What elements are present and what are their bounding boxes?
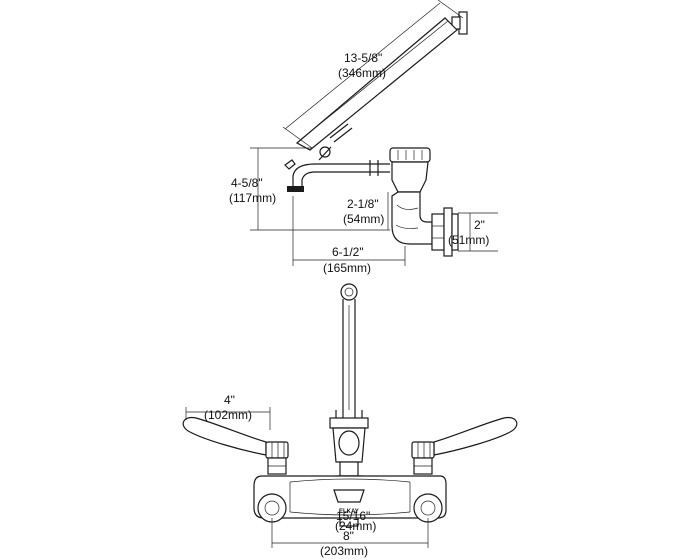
elbow-drop-metric: (54mm) (343, 212, 384, 226)
handle-length-imperial: 4" (224, 393, 235, 407)
side-view: 13-5/8" (346mm) 4-5/8" (117mm) 2-1/8" (5… (229, 0, 498, 275)
dim-arm-length (282, 0, 464, 149)
spout-reach-imperial: 6-1/2" (332, 245, 364, 259)
faucet-body (253, 475, 447, 527)
flange-height-metric: (51mm) (448, 233, 489, 247)
center-spread-imperial: 8" (343, 529, 354, 543)
brand-mark: ELKAY (339, 509, 359, 515)
dim-flange-height (458, 212, 498, 252)
valve-body (389, 147, 431, 193)
dim-spout-reach (292, 196, 406, 266)
right-wrist-blade-handle (411, 416, 518, 475)
spout-height-metric: (117mm) (229, 191, 276, 205)
top-mount (340, 283, 358, 420)
dim-center-spread (271, 518, 429, 548)
handle-length-metric: (102mm) (204, 408, 252, 422)
center-offset-imperial: 15/16" (336, 509, 370, 523)
center-offset-metric: (24mm) (335, 519, 376, 533)
arm-length-metric: (346mm) (338, 66, 386, 80)
wall-flange (431, 207, 459, 257)
spout-height-imperial: 4-5/8" (231, 176, 263, 190)
center-spread-metric: (203mm) (320, 544, 368, 558)
dim-spout-height (250, 147, 390, 231)
flange-height-imperial: 2" (474, 218, 485, 232)
arm-length-imperial: 13-5/8" (344, 51, 382, 65)
vacuum-breaker-arm (295, 17, 458, 161)
dim-handle-length (185, 407, 271, 430)
left-wrist-blade-handle (182, 416, 289, 475)
elbow-drop-imperial: 2-1/8" (347, 197, 379, 211)
spout-aerator (287, 186, 304, 192)
spout (284, 159, 390, 192)
spout-reach-metric: (165mm) (323, 261, 371, 275)
front-view: ELKAY 4" (102mm) 15/16" (24mm) 8" (203mm… (182, 283, 518, 558)
elbow-fitting (391, 191, 433, 245)
